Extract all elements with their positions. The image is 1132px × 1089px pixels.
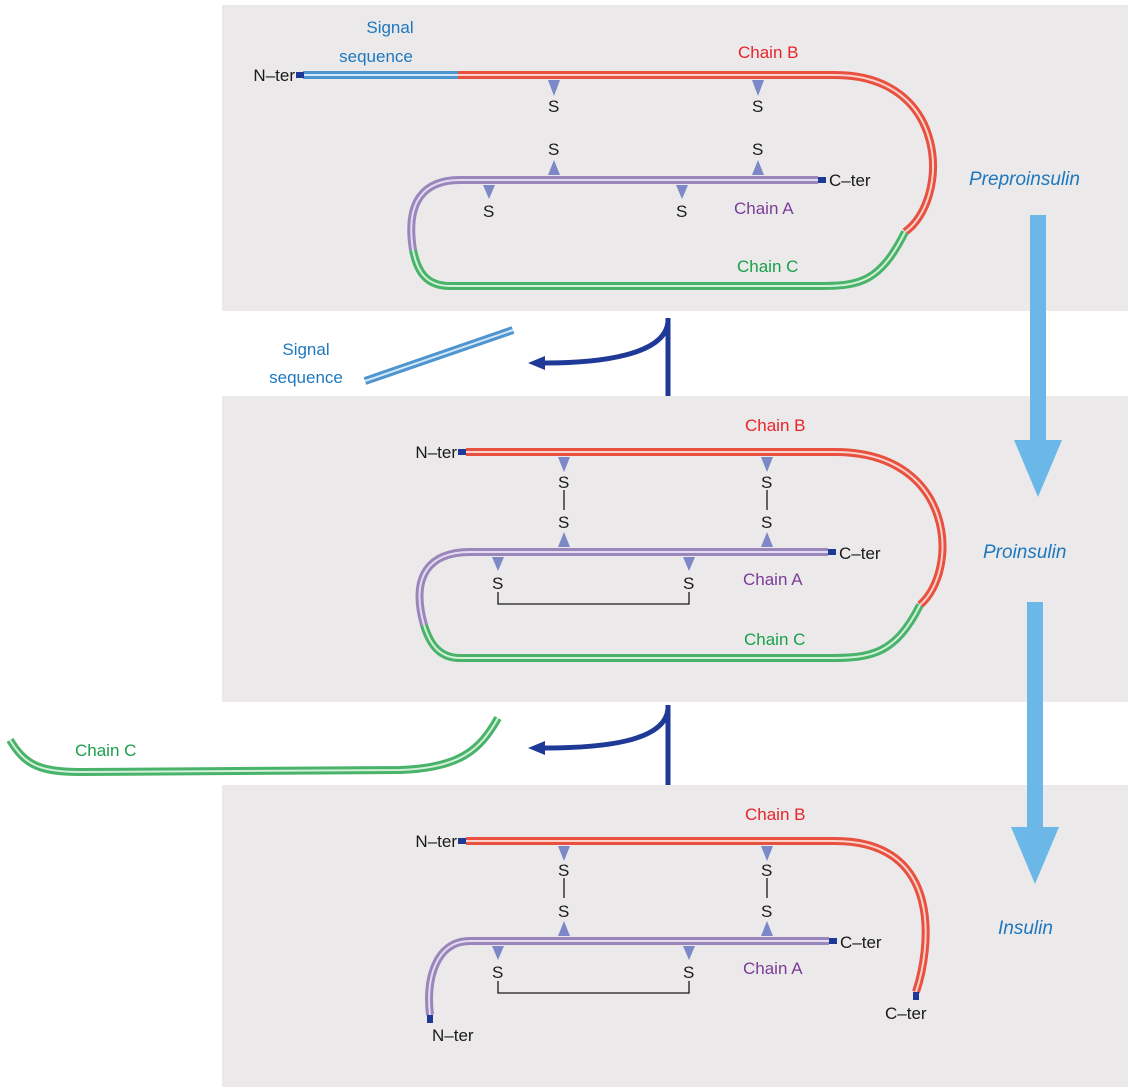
chain-a-strand xyxy=(425,937,829,1016)
sulfur-label: S xyxy=(558,513,569,532)
sulfur-label: S xyxy=(683,963,694,982)
sulfur-label: S xyxy=(752,97,763,116)
c-terminus-label: C–ter xyxy=(840,933,882,952)
chain-b-label: Chain B xyxy=(745,805,805,824)
sulfur-label: S xyxy=(558,902,569,921)
panel-insulin xyxy=(222,785,1128,1087)
signal-sequence-label: sequence xyxy=(339,47,413,66)
c-terminus-label: C–ter xyxy=(885,1004,927,1023)
c-terminus-label: C–ter xyxy=(839,544,881,563)
chain-c-strand xyxy=(409,230,909,290)
c-terminus-mark xyxy=(913,992,919,1000)
sulfur-label: S xyxy=(761,861,772,880)
sulfur-label: S xyxy=(558,861,569,880)
signal-sequence-label: Signal xyxy=(366,18,413,37)
stage-label-preproinsulin: Preproinsulin xyxy=(969,169,1080,190)
n-terminus-label: N–ter xyxy=(415,832,457,851)
disulfide-bond xyxy=(497,878,768,994)
c-terminus-mark xyxy=(829,938,837,944)
c-terminus-mark xyxy=(818,177,826,183)
sulfur-wedges xyxy=(492,846,773,960)
chain-a-label: Chain A xyxy=(734,199,794,218)
down-arrow-icon xyxy=(1011,602,1059,884)
sulfur-label: S xyxy=(483,202,494,221)
sulfur-wedges xyxy=(492,457,773,571)
chain-b-strand xyxy=(458,71,937,236)
sulfur-label: S xyxy=(676,202,687,221)
n-terminus-mark xyxy=(458,449,466,455)
released-signal-sequence xyxy=(363,326,515,385)
down-arrow-icon xyxy=(1014,215,1062,497)
released-signal-label: sequence xyxy=(269,368,343,387)
released-signal-label: Signal xyxy=(282,340,329,359)
n-terminus-mark xyxy=(296,72,304,78)
chain-a-strand xyxy=(407,176,818,251)
chain-c-strand xyxy=(420,603,924,662)
chain-b-label: Chain B xyxy=(738,43,798,62)
chain-b-strand xyxy=(466,448,947,609)
chain-b-strand xyxy=(466,837,930,994)
chain-b-label: Chain B xyxy=(745,416,805,435)
sulfur-label: S xyxy=(683,574,694,593)
sulfur-label: S xyxy=(761,902,772,921)
n-terminus-label: N–ter xyxy=(432,1026,474,1045)
released-chain-c-label: Chain C xyxy=(75,741,136,760)
n-terminus-mark xyxy=(427,1015,433,1023)
sulfur-label: S xyxy=(492,963,503,982)
n-terminus-mark xyxy=(458,838,466,844)
sulfur-label: S xyxy=(761,473,772,492)
c-terminus-label: C–ter xyxy=(829,171,871,190)
chain-c-label: Chain C xyxy=(737,257,798,276)
chain-a-label: Chain A xyxy=(743,570,803,589)
chain-a-strand xyxy=(415,548,828,627)
stage-label-proinsulin: Proinsulin xyxy=(983,542,1066,563)
chain-c-label: Chain C xyxy=(744,630,805,649)
sulfur-label: S xyxy=(548,97,559,116)
disulfide-bond xyxy=(497,490,768,605)
panel-preproinsulin xyxy=(222,5,1128,311)
sulfur-label: S xyxy=(558,473,569,492)
released-chain-c xyxy=(6,716,502,777)
sulfur-label: S xyxy=(761,513,772,532)
sulfur-label: S xyxy=(492,574,503,593)
sulfur-wedges xyxy=(483,80,764,199)
stage-label-insulin: Insulin xyxy=(998,918,1053,939)
sulfur-label: S xyxy=(548,140,559,159)
c-terminus-mark xyxy=(828,549,836,555)
chain-a-label: Chain A xyxy=(743,959,803,978)
n-terminus-label: N–ter xyxy=(415,443,457,462)
n-terminus-label: N–ter xyxy=(253,66,295,85)
sulfur-label: S xyxy=(752,140,763,159)
